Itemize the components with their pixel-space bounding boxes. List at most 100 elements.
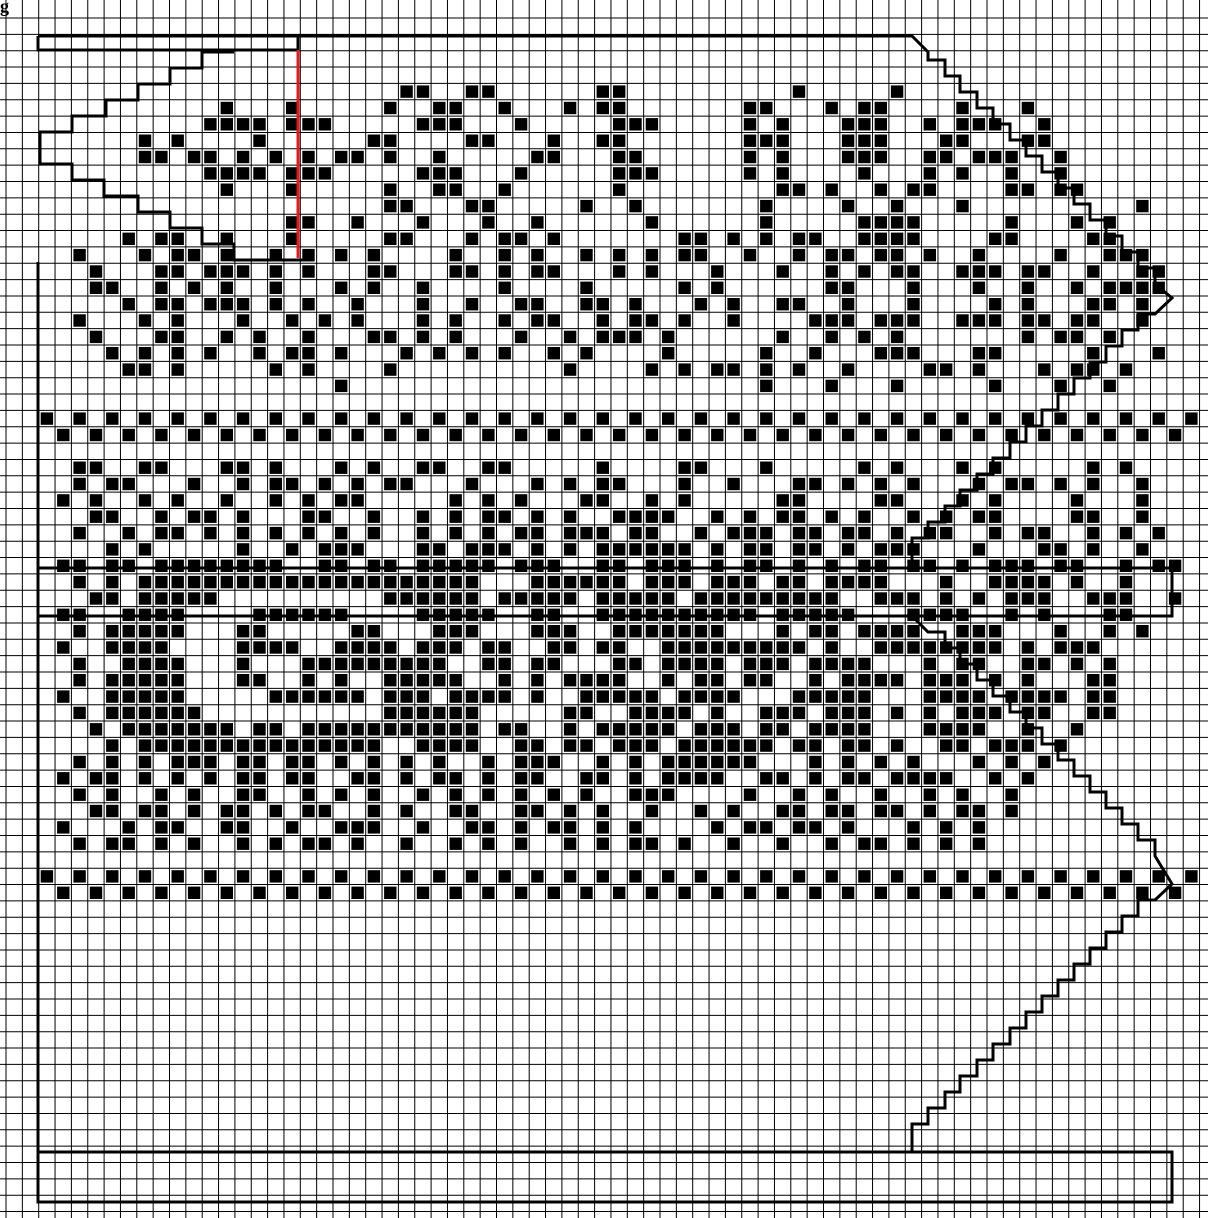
stitch-cell bbox=[727, 576, 739, 588]
stitch-cell bbox=[139, 707, 151, 719]
stitch-cell bbox=[777, 707, 789, 719]
stitch-cell bbox=[1071, 331, 1083, 343]
stitch-cell bbox=[891, 347, 903, 359]
stitch-cell bbox=[973, 429, 985, 441]
stitch-cell bbox=[646, 511, 658, 523]
stitch-cell bbox=[695, 805, 707, 817]
stitch-cell bbox=[858, 233, 870, 245]
stitch-cell bbox=[482, 135, 494, 147]
stitch-cell bbox=[57, 429, 69, 441]
stitch-cell bbox=[155, 789, 167, 801]
stitch-cell bbox=[188, 151, 200, 163]
stitch-cell bbox=[1022, 314, 1034, 326]
stitch-cell bbox=[433, 118, 445, 130]
stitch-cell bbox=[1087, 314, 1099, 326]
stitch-cell bbox=[875, 641, 887, 653]
stitch-cell bbox=[973, 723, 985, 735]
stitch-cell bbox=[450, 314, 462, 326]
stitch-cell bbox=[744, 739, 756, 751]
stitch-cell bbox=[646, 805, 658, 817]
stitch-cell bbox=[793, 412, 805, 424]
stitch-cell bbox=[858, 167, 870, 179]
stitch-cell bbox=[564, 723, 576, 735]
stitch-cell bbox=[204, 723, 216, 735]
stitch-cell bbox=[613, 641, 625, 653]
stitch-cell bbox=[335, 870, 347, 882]
stitch-cell bbox=[1022, 690, 1034, 702]
stitch-cell bbox=[1136, 200, 1148, 212]
stitch-cell bbox=[499, 184, 511, 196]
figure-label: g bbox=[0, 0, 9, 17]
stitch-cell bbox=[613, 690, 625, 702]
stitch-cell bbox=[564, 527, 576, 539]
stitch-cell bbox=[319, 658, 331, 670]
stitch-cell bbox=[368, 756, 380, 768]
stitch-cell bbox=[548, 560, 560, 572]
stitch-cell bbox=[204, 756, 216, 768]
stitch-cell bbox=[139, 494, 151, 506]
stitch-cell bbox=[678, 282, 690, 294]
stitch-cell bbox=[73, 527, 85, 539]
stitch-cell bbox=[646, 576, 658, 588]
stitch-cell bbox=[286, 739, 298, 751]
stitch-cell bbox=[351, 576, 363, 588]
stitch-cell bbox=[1054, 331, 1066, 343]
stitch-cell bbox=[1005, 216, 1017, 228]
stitch-cell bbox=[400, 478, 412, 490]
stitch-cell bbox=[384, 707, 396, 719]
stitch-cell bbox=[1054, 870, 1066, 882]
stitch-cell bbox=[1005, 756, 1017, 768]
stitch-cell bbox=[629, 412, 641, 424]
stitch-cell bbox=[237, 511, 249, 523]
stitch-cell bbox=[499, 347, 511, 359]
stitch-cell bbox=[433, 462, 445, 474]
stitch-cell bbox=[777, 135, 789, 147]
stitch-cell bbox=[711, 723, 723, 735]
stitch-cell bbox=[1054, 184, 1066, 196]
stitch-cell bbox=[106, 478, 118, 490]
stitch-cell bbox=[106, 690, 118, 702]
stitch-cell bbox=[531, 543, 543, 555]
stitch-cell bbox=[580, 429, 592, 441]
stitch-cell bbox=[875, 789, 887, 801]
stitch-cell bbox=[826, 658, 838, 670]
stitch-cell bbox=[1038, 543, 1050, 555]
stitch-cell bbox=[270, 363, 282, 375]
stitch-cell bbox=[548, 429, 560, 441]
stitch-cell bbox=[1185, 412, 1197, 424]
stitch-cell bbox=[777, 723, 789, 735]
stitch-cell bbox=[662, 723, 674, 735]
stitch-cell bbox=[123, 723, 135, 735]
stitch-cell bbox=[237, 772, 249, 784]
stitch-cell bbox=[302, 363, 314, 375]
stitch-cell bbox=[973, 511, 985, 523]
stitch-cell bbox=[319, 560, 331, 572]
stitch-cell bbox=[204, 347, 216, 359]
stitch-cell bbox=[777, 805, 789, 817]
stitch-cell bbox=[204, 118, 216, 130]
stitch-cell bbox=[270, 412, 282, 424]
stitch-cell bbox=[302, 674, 314, 686]
stitch-cell bbox=[139, 625, 151, 637]
stitch-cell bbox=[57, 494, 69, 506]
stitch-cell bbox=[842, 576, 854, 588]
stitch-cell bbox=[695, 412, 707, 424]
stitch-cell bbox=[450, 429, 462, 441]
stitch-cell bbox=[73, 412, 85, 424]
stitch-cell bbox=[842, 756, 854, 768]
stitch-cell bbox=[400, 805, 412, 817]
stitch-cell bbox=[253, 347, 265, 359]
stitch-cell bbox=[842, 543, 854, 555]
stitch-cell bbox=[678, 641, 690, 653]
stitch-cell bbox=[482, 887, 494, 899]
stitch-cell bbox=[629, 527, 641, 539]
stitch-cell bbox=[188, 429, 200, 441]
stitch-cell bbox=[499, 723, 511, 735]
stitch-cell bbox=[73, 870, 85, 882]
stitch-cell bbox=[629, 331, 641, 343]
stitch-cell bbox=[744, 527, 756, 539]
stitch-cell bbox=[727, 723, 739, 735]
stitch-cell bbox=[858, 690, 870, 702]
stitch-cell bbox=[973, 347, 985, 359]
note-mark: a bbox=[466, 704, 471, 714]
